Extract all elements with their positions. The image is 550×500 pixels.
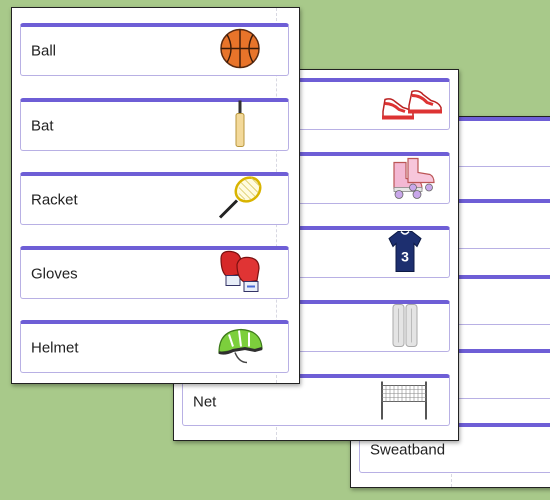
net-icon [379,377,429,426]
svg-text:3: 3 [401,248,409,264]
word-card-sheet-front: Ball Bat Racket Gloves [11,7,300,384]
bike-helmet-icon [215,325,265,372]
jersey-icon: 3 [388,229,422,278]
card-label: Helmet [31,339,79,357]
word-card: Racket [20,172,289,225]
basketball-icon [219,28,261,75]
card-label: Ball [31,42,57,60]
word-card: Bat [20,98,289,151]
word-card: Gloves [20,246,289,299]
word-card: Ball [20,23,289,76]
card-label: Bat [31,117,54,135]
card-label: Sweatband [370,441,446,458]
card-label: Gloves [31,265,78,283]
card-label: Net [193,393,217,410]
cricket-bat-icon [233,100,247,153]
word-card: Helmet [20,320,289,373]
sneakers-icon [379,81,445,130]
card-label: Racket [31,191,78,209]
boxing-gloves-icon [217,249,265,300]
tennis-racket-icon [217,175,263,226]
leg-pads-icon [391,302,419,353]
roller-skates-icon [388,154,436,205]
